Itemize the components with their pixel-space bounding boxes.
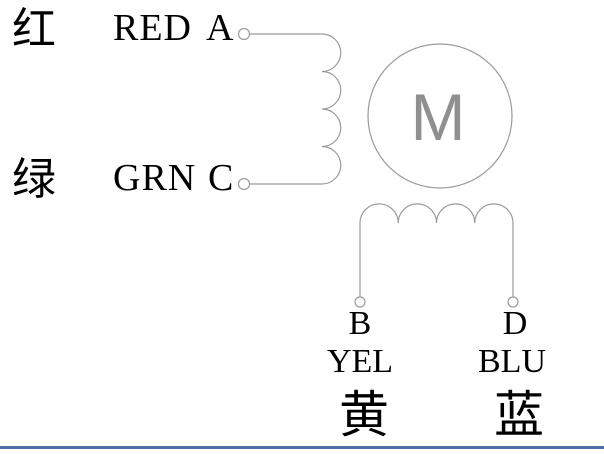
phase-d-color-abbr: BLU bbox=[478, 343, 546, 380]
motor-circle bbox=[367, 43, 513, 189]
phase-c-terminal-label: C bbox=[208, 157, 235, 199]
terminal-a-icon bbox=[237, 27, 251, 41]
phase-d-chinese-label: 蓝 bbox=[494, 387, 544, 443]
terminal-c-icon bbox=[237, 177, 251, 191]
phase-c-color-abbr: GRN bbox=[113, 157, 197, 199]
phase-b-chinese-label: 黄 bbox=[339, 387, 389, 443]
phase-c-chinese-label: 绿 bbox=[12, 155, 56, 204]
winding-bd-coil bbox=[359, 203, 514, 297]
phase-a-terminal-label: A bbox=[206, 7, 235, 49]
terminal-d-icon bbox=[507, 296, 519, 308]
footer-rule bbox=[0, 446, 604, 449]
phase-a-chinese-label: 红 bbox=[12, 5, 56, 54]
phase-d-terminal-label: D bbox=[502, 305, 528, 342]
phase-b-terminal-label: B bbox=[348, 305, 372, 342]
terminal-b-icon bbox=[354, 296, 366, 308]
motor-label: M bbox=[411, 80, 466, 154]
phase-b-color-abbr: YEL bbox=[326, 343, 394, 380]
phase-a-color-abbr: RED bbox=[113, 7, 192, 49]
winding-ac-coil bbox=[250, 33, 342, 185]
